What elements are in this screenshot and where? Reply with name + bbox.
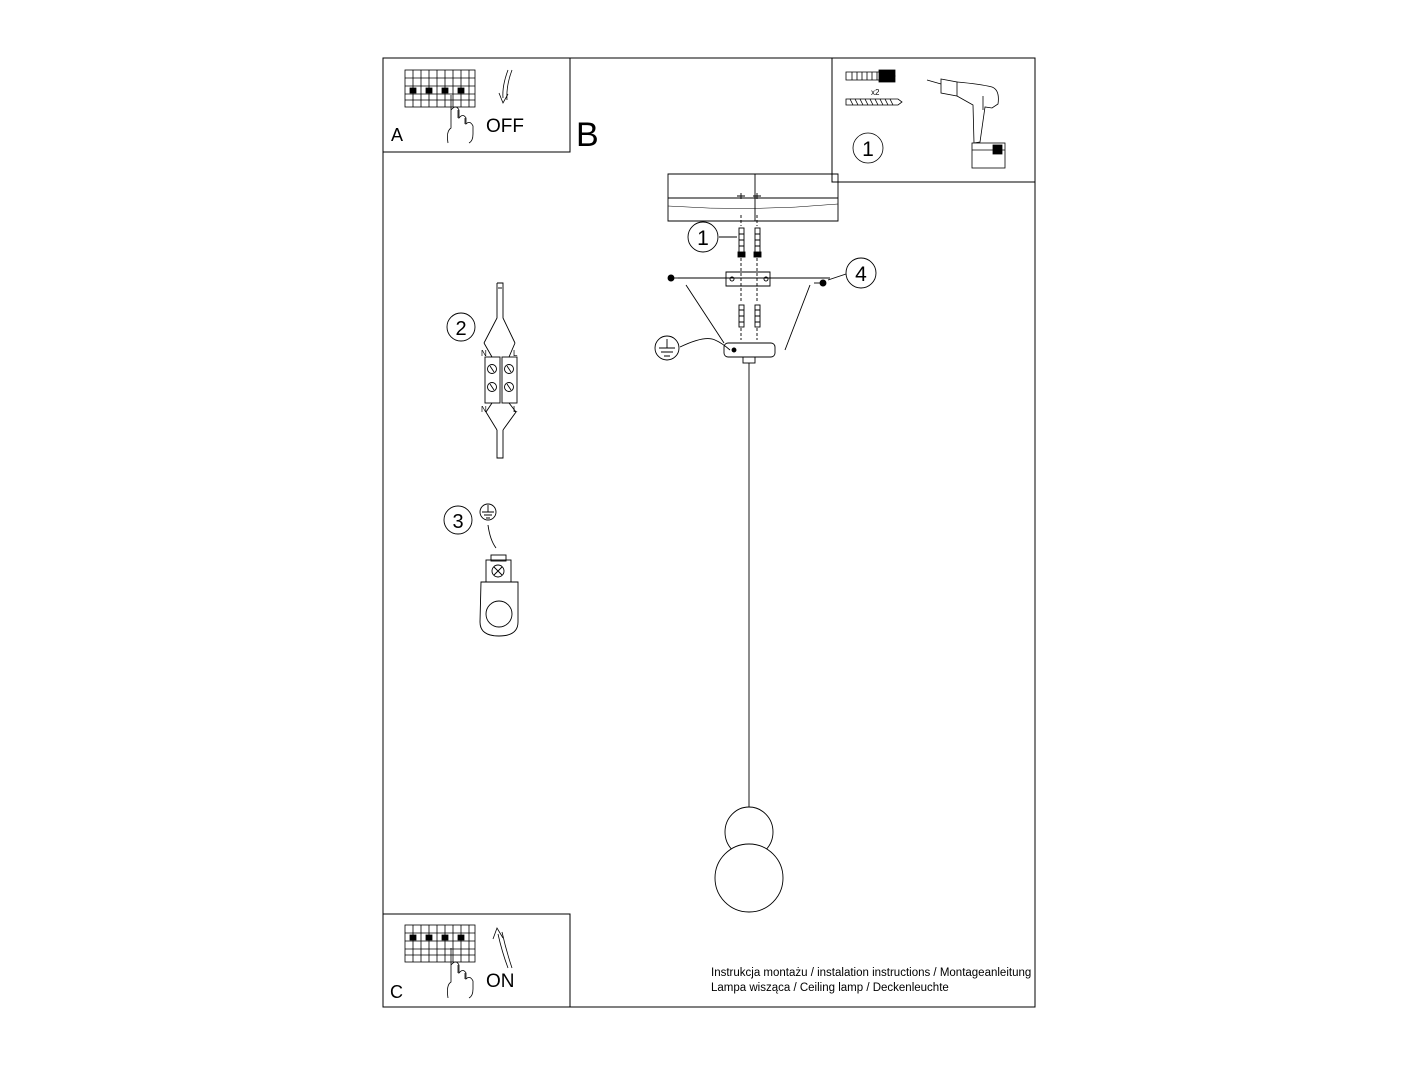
arrow-up-icon — [492, 927, 513, 969]
hand-icon-c — [447, 948, 474, 999]
footer-subtitle: Lampa wisząca / Ceiling lamp / Deckenleu… — [711, 982, 949, 994]
glass-shade — [714, 806, 784, 913]
panel-c-letter: C — [390, 982, 403, 1002]
anchor-step-circle — [687, 221, 719, 253]
panel-a-letter: A — [391, 125, 403, 145]
canopy — [685, 284, 811, 364]
side-screws-step-circle — [845, 257, 877, 289]
ceiling-section — [667, 173, 839, 222]
panel-c-action: ON — [486, 971, 515, 992]
terminal-label-bottom-n: N — [481, 405, 487, 414]
side-screws — [667, 274, 827, 287]
panel-a-action: OFF — [486, 116, 524, 137]
drill-hole-markers — [737, 193, 761, 199]
screw-icon — [845, 98, 903, 106]
earth-symbol-small-icon — [479, 503, 497, 521]
side-screws-step-number: 4 — [855, 263, 867, 286]
breaker-off-illustration — [404, 69, 513, 144]
footer-title: Instrukcja montażu / instalation instruc… — [711, 967, 1032, 979]
terminal-label-top-l: L — [513, 349, 518, 358]
panel-c-box — [382, 913, 571, 1008]
anchor-step-number: 1 — [697, 227, 709, 250]
wall-plug-icon — [845, 69, 896, 83]
hand-icon — [447, 95, 474, 144]
breaker-on-illustration — [404, 924, 513, 999]
bracket-screws — [738, 304, 761, 328]
tools-quantity: x2 — [871, 88, 880, 97]
wiring-step-circle — [446, 312, 476, 342]
sheet-frame — [382, 57, 1036, 1008]
tools-step-circle — [852, 132, 884, 164]
terminal-label-bottom-l: L — [513, 405, 518, 414]
panel-a-box — [382, 57, 571, 153]
tools-step-number: 1 — [862, 138, 874, 161]
panel-b-letter: B — [576, 116, 599, 154]
breaker-panel-icon-c — [404, 924, 476, 963]
earth-terminal-icon — [479, 554, 519, 637]
terminal-block-diagram — [483, 282, 518, 459]
tools-box — [831, 57, 1036, 183]
breaker-panel-icon — [404, 69, 476, 108]
grounding-step-number: 3 — [452, 511, 463, 533]
arrow-down-icon — [498, 69, 513, 104]
earth-symbol-icon — [654, 335, 680, 361]
grounding-step-circle — [443, 505, 473, 535]
terminal-label-top-n: N — [481, 349, 487, 358]
mounting-bracket — [678, 271, 830, 287]
wall-anchors — [737, 227, 762, 258]
drill-icon — [926, 78, 1006, 169]
wiring-step-number: 2 — [455, 318, 466, 340]
